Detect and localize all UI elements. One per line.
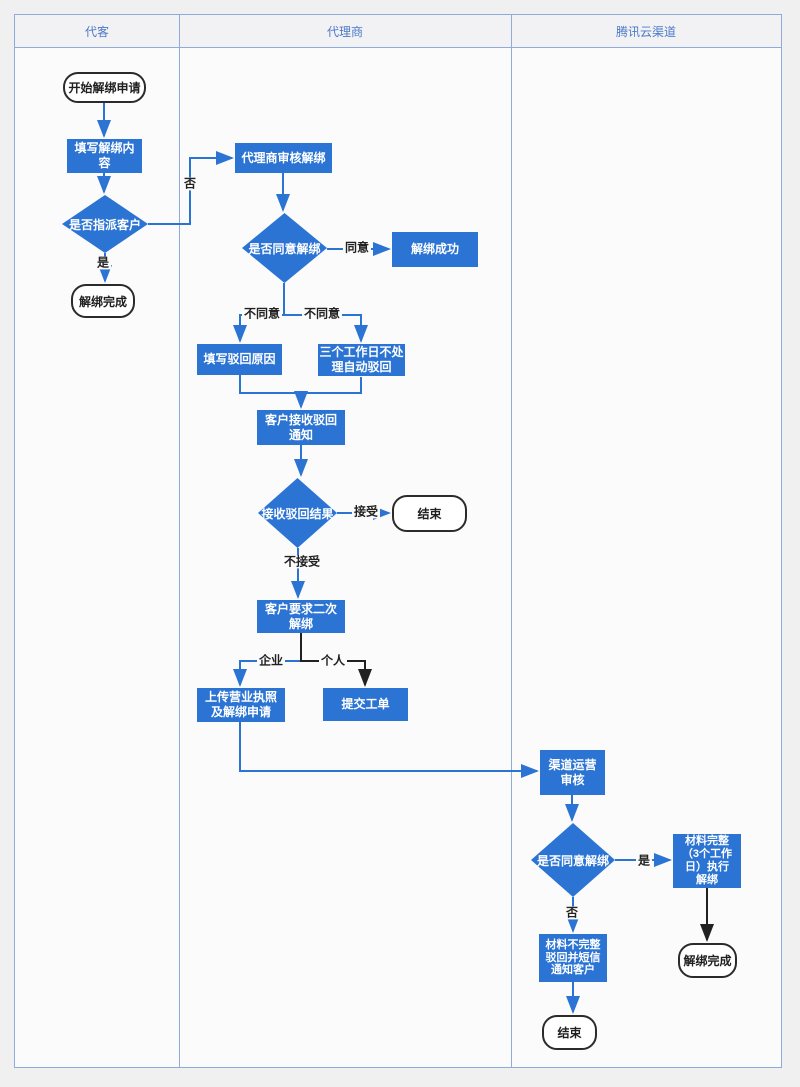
lane-header-daike: 代客 <box>84 24 109 39</box>
lane-header-tencent-channel: 腾讯云渠道 <box>615 24 676 39</box>
node-agent-review-unbind: 代理商审核解绑 <box>235 143 332 173</box>
lane-header-dailishang: 代理商 <box>326 24 363 39</box>
node-upload-business-license: 上传营业执照 及解绑申请 <box>197 688 285 722</box>
lane-divider-1 <box>179 15 180 1067</box>
node-submit-ticket: 提交工单 <box>323 688 408 721</box>
edge-label-no-1: 否 <box>181 176 199 191</box>
node-unbind-success: 解绑成功 <box>392 232 478 267</box>
node-auto-reject-3-days: 三个工作日不处 理自动驳回 <box>318 344 405 376</box>
edge-label-enterprise: 企业 <box>256 653 286 668</box>
edge-label-no-2: 否 <box>563 905 581 920</box>
swimlane-table: 代客 代理商 腾讯云渠道 <box>14 14 782 1068</box>
lane-header-row: 代客 代理商 腾讯云渠道 <box>15 15 781 48</box>
node-material-incomplete-reject-sms: 材料不完整 驳回并短信 通知客户 <box>539 934 607 982</box>
node-end-2: 结束 <box>542 1015 597 1050</box>
lane-divider-2 <box>511 15 512 1067</box>
node-fill-unbind-content: 填写解绑内 容 <box>67 139 142 173</box>
edge-label-yes-1: 是 <box>94 255 112 270</box>
node-customer-receive-reject-notice: 客户接收驳回 通知 <box>257 410 345 445</box>
node-start-unbind-request: 开始解绑申请 <box>63 72 146 103</box>
node-unbind-complete-2: 解绑完成 <box>678 943 737 978</box>
edge-label-disagree-left: 不同意 <box>241 306 283 321</box>
edge-label-disagree-right: 不同意 <box>301 306 343 321</box>
edge-label-individual: 个人 <box>318 653 348 668</box>
edge-label-agree: 同意 <box>342 240 372 255</box>
node-channel-operation-review: 渠道运营 审核 <box>540 750 605 795</box>
node-end-1: 结束 <box>392 495 467 532</box>
node-unbind-complete-1: 解绑完成 <box>71 284 135 318</box>
edge-label-accept: 接受 <box>351 504 381 519</box>
node-customer-second-unbind: 客户要求二次 解绑 <box>257 600 345 633</box>
edge-label-yes-2: 是 <box>635 853 653 868</box>
node-material-complete-execute-unbind: 材料完整 （3个工作 日）执行 解绑 <box>673 834 741 888</box>
node-fill-reject-reason: 填写驳回原因 <box>197 344 282 375</box>
edge-label-not-accept: 不接受 <box>281 554 323 569</box>
